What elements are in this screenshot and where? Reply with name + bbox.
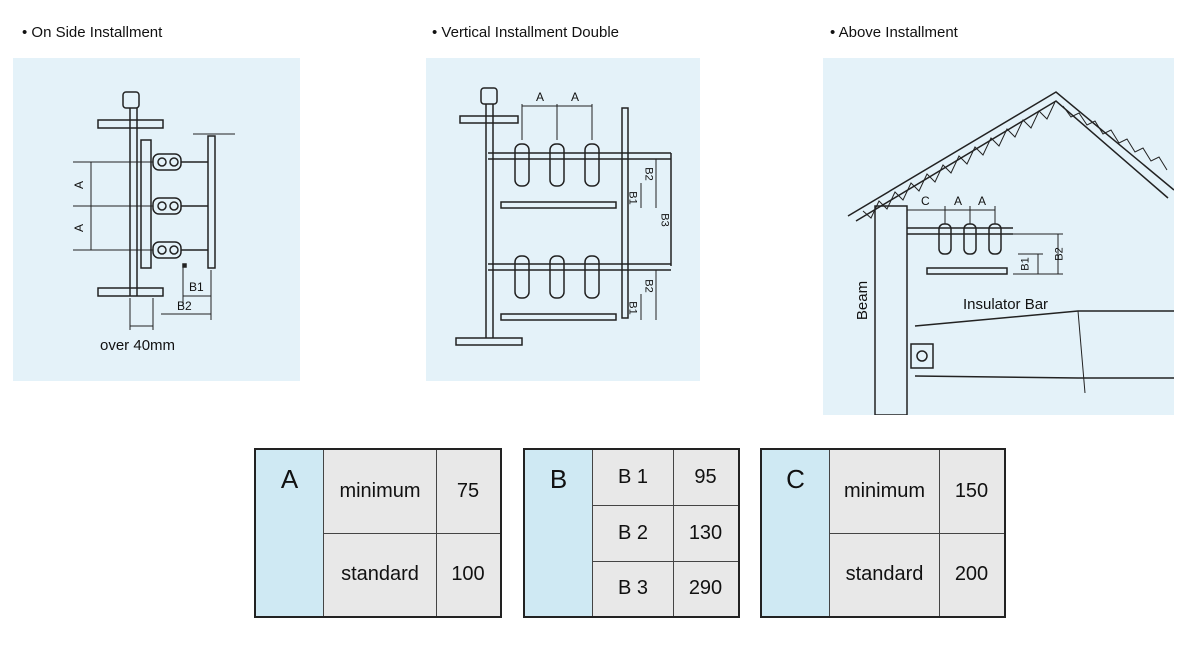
table-c-row-1-value: 150 — [954, 480, 989, 502]
dim-label-a1: A — [954, 194, 963, 208]
heading-above-installment: • Above Installment — [830, 24, 958, 41]
dim-label-b1: B1 — [189, 280, 204, 294]
hanger-2 — [152, 197, 208, 215]
table-a-row-2-label: standard — [341, 563, 419, 585]
bracket-plate — [140, 139, 152, 269]
dim-label-a1: A — [72, 180, 87, 190]
conductor-bar — [207, 135, 216, 269]
top-conductor-bar — [500, 201, 617, 209]
table-b-row-1-value: 95 — [694, 466, 717, 488]
diagram-vertical-installment-double: A A B1 B2 B3 B1 B2 — [426, 58, 700, 381]
rail-bottom-flange — [455, 337, 523, 346]
table-b-letter: B — [525, 450, 593, 616]
hanger-3 — [152, 241, 208, 259]
girder-end-block — [910, 343, 934, 369]
table-b-row-3-value: 290 — [688, 577, 723, 599]
table-c-row-1-label: minimum — [843, 480, 926, 502]
beam-column — [874, 205, 908, 415]
table-c-row-2-label: standard — [845, 563, 924, 585]
note-over-40mm: over 40mm — [100, 337, 176, 354]
table-c-letter: C — [762, 450, 830, 616]
dim-label-a1: A — [536, 90, 545, 104]
table-a-row-1-label: minimum — [339, 480, 421, 502]
insulator-bar-label: Insulator Bar — [963, 296, 1049, 313]
table-a-letter: A — [256, 450, 324, 616]
diagram-above-installment: C A A B1 B2 Beam Insulator Bar — [823, 58, 1174, 415]
dim-label-a2: A — [72, 223, 87, 233]
bracket-post — [621, 107, 629, 319]
insulator-bar — [926, 267, 1008, 275]
dim-label-a2: A — [978, 194, 987, 208]
table-a-row-2-value: 100 — [451, 563, 485, 585]
dim-label-b3: B3 — [658, 213, 671, 227]
dim-label-b1-top: B1 — [626, 191, 639, 205]
dim-label-b2: B2 — [1053, 247, 1066, 261]
dim-label-b2-top: B2 — [642, 167, 655, 181]
dim-label-c: C — [921, 194, 930, 208]
dim-label-b1: B1 — [1019, 257, 1032, 271]
bottom-flange — [97, 287, 164, 297]
table-b-row-1-label: B 1 — [617, 466, 649, 488]
table-b-row-2-value: 130 — [688, 521, 723, 544]
hanger-1 — [152, 153, 208, 171]
bottom-insulators — [514, 255, 600, 299]
dim-label-a2: A — [571, 90, 580, 104]
bottom-conductor-bar — [500, 313, 617, 321]
table-c: C minimum 150 standard 200 — [760, 448, 1006, 618]
beam-label: Beam — [854, 280, 872, 321]
table-a: A minimum 75 standard 100 — [254, 448, 502, 618]
table-a-row-1-value: 75 — [456, 480, 480, 502]
rail-head — [122, 91, 140, 109]
dim-label-b2: B2 — [177, 299, 192, 313]
top-insulators — [514, 143, 600, 187]
dim-label-b1-bottom: B1 — [626, 301, 639, 315]
table-b-row-2-label: B 2 — [617, 521, 649, 544]
dim-label-b2-bottom: B2 — [642, 279, 655, 293]
table-b-row-3-label: B 3 — [617, 577, 649, 599]
roof-truss — [847, 91, 1174, 222]
heading-on-side-installment: • On Side Installment — [22, 24, 163, 41]
diagram-on-side-installment: A A B1 B2 over 40mm — [13, 58, 300, 381]
table-c-row-2-value: 200 — [954, 563, 989, 585]
heading-vertical-installment-double: • Vertical Installment Double — [432, 24, 620, 41]
table-b: B B 1 95 B 2 130 B 3 290 — [523, 448, 740, 618]
